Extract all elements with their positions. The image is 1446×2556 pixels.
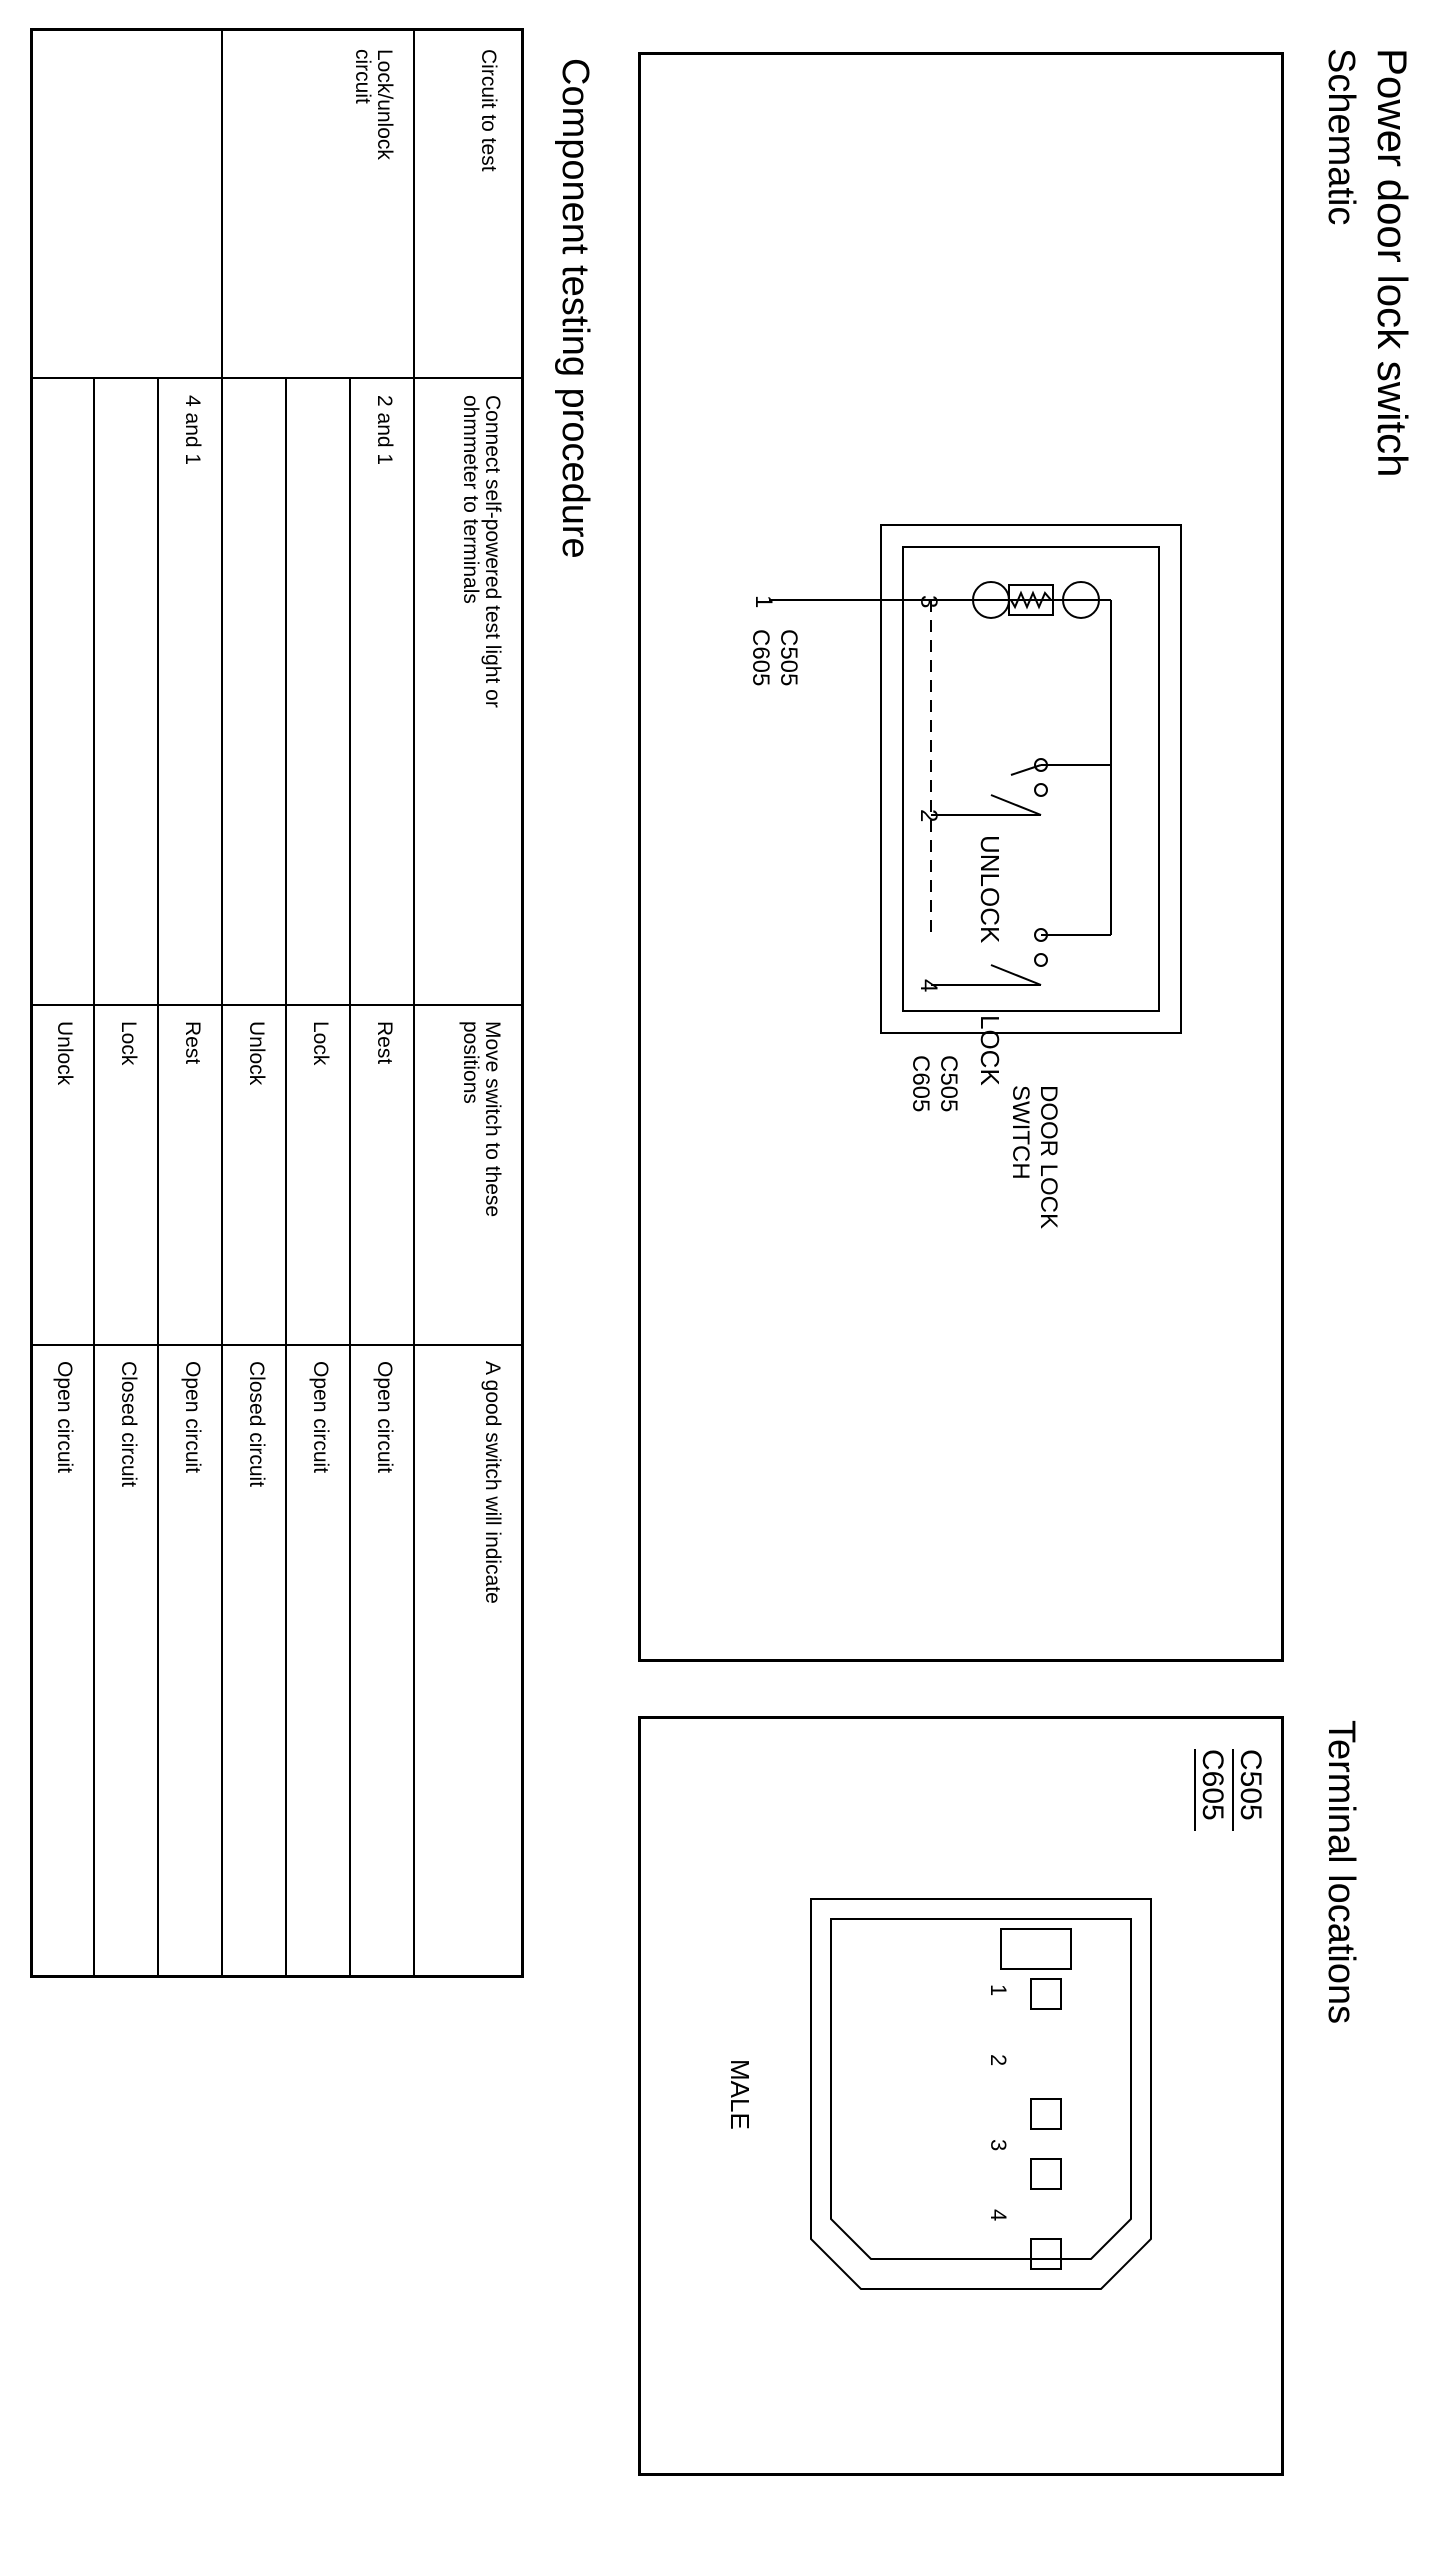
position-cell: Lock: [309, 1021, 332, 1066]
connector-label-c605-b: C605: [907, 1055, 934, 1112]
door-lock-label: DOOR LOCK: [1035, 1085, 1062, 1229]
pin-1-label: 1: [750, 595, 777, 608]
page-title: Power door lock switch: [1369, 48, 1416, 478]
position-cell: Rest: [181, 1021, 204, 1065]
terminals-group-1: 2 and 1: [373, 395, 396, 466]
schematic-panel: 1 C505 C605 3 2 4 UNLOCK LOCK C505 C605 …: [638, 52, 1284, 1662]
result-cell: Open circuit: [373, 1361, 396, 1474]
switch-housing-inner: [902, 546, 1160, 1012]
result-cell: Open circuit: [181, 1361, 204, 1474]
terminal-pin-3-label: 3: [986, 2139, 1011, 2151]
unlock-contact-a: [1034, 758, 1048, 772]
header-connect-1: Connect self-powered test light or: [481, 395, 504, 708]
resistor-zigzag: [1010, 590, 1052, 610]
header-connect-2: ohmmeter to terminals: [459, 395, 482, 604]
resistor: [1008, 584, 1054, 616]
position-cell: Rest: [373, 1021, 396, 1065]
terminal-panel: C505 C605 1 2 3 4 MALE: [638, 1716, 1284, 2476]
unlock-label: UNLOCK: [975, 835, 1005, 944]
circuit-line-1: Lock/unlock: [373, 49, 396, 160]
circuit-line-2: circuit: [351, 49, 374, 104]
position-cell: Unlock: [245, 1021, 268, 1086]
schematic-heading: Schematic: [1320, 48, 1362, 226]
header-move-1: Move switch to these: [481, 1021, 504, 1218]
result-cell: Open circuit: [53, 1361, 76, 1474]
component-testing-table: Circuit to test Connect self-powered tes…: [30, 28, 524, 1978]
unlock-contact-b: [1034, 783, 1048, 797]
terminal-heading: Terminal locations: [1320, 1720, 1362, 2025]
switch-housing-outer: [880, 524, 1182, 1034]
header-circuit: Circuit to test: [477, 49, 500, 172]
lock-label: LOCK: [975, 1015, 1005, 1086]
pin-2-label: 2: [915, 809, 942, 822]
connector-label-c505: C505: [775, 629, 802, 686]
terminal-pin-1-label: 1: [986, 1984, 1011, 1996]
header-result: A good switch will indicate: [481, 1361, 504, 1604]
position-cell: Unlock: [53, 1021, 76, 1086]
connector-label-c505-b: C505: [935, 1055, 962, 1112]
schematic-diagram: 1 C505 C605 3 2 4 UNLOCK LOCK C505 C605 …: [747, 524, 1182, 1229]
connector-c605-title: C605: [1196, 1749, 1229, 1821]
unlock-blade: [990, 794, 1042, 816]
header-move-2: positions: [459, 1021, 482, 1104]
connector-c505-title: C505: [1234, 1749, 1267, 1821]
connector-diagram: C505 C605 1 2 3 4 MALE: [725, 1749, 1267, 2290]
terminals-group-2: 4 and 1: [181, 395, 204, 466]
result-cell: Closed circuit: [245, 1361, 268, 1488]
procedure-heading: Component testing procedure: [554, 58, 596, 559]
gender-label: MALE: [725, 2059, 755, 2130]
position-cell: Lock: [117, 1021, 140, 1066]
lock-contact-a: [1034, 928, 1048, 942]
connector-housing: [810, 1898, 1152, 2290]
result-cell: Open circuit: [309, 1361, 332, 1474]
terminal-pin-2-label: 2: [986, 2054, 1011, 2066]
lock-contact-b: [1034, 953, 1048, 967]
pin-4-label: 4: [915, 979, 942, 992]
switch-label: SWITCH: [1007, 1085, 1034, 1180]
lock-blade: [990, 964, 1042, 986]
led-left: [1062, 581, 1100, 619]
terminal-pin-4-label: 4: [986, 2209, 1011, 2221]
connector-label-c605: C605: [747, 629, 774, 686]
result-cell: Closed circuit: [117, 1361, 140, 1488]
pin-3-label: 3: [915, 595, 942, 608]
